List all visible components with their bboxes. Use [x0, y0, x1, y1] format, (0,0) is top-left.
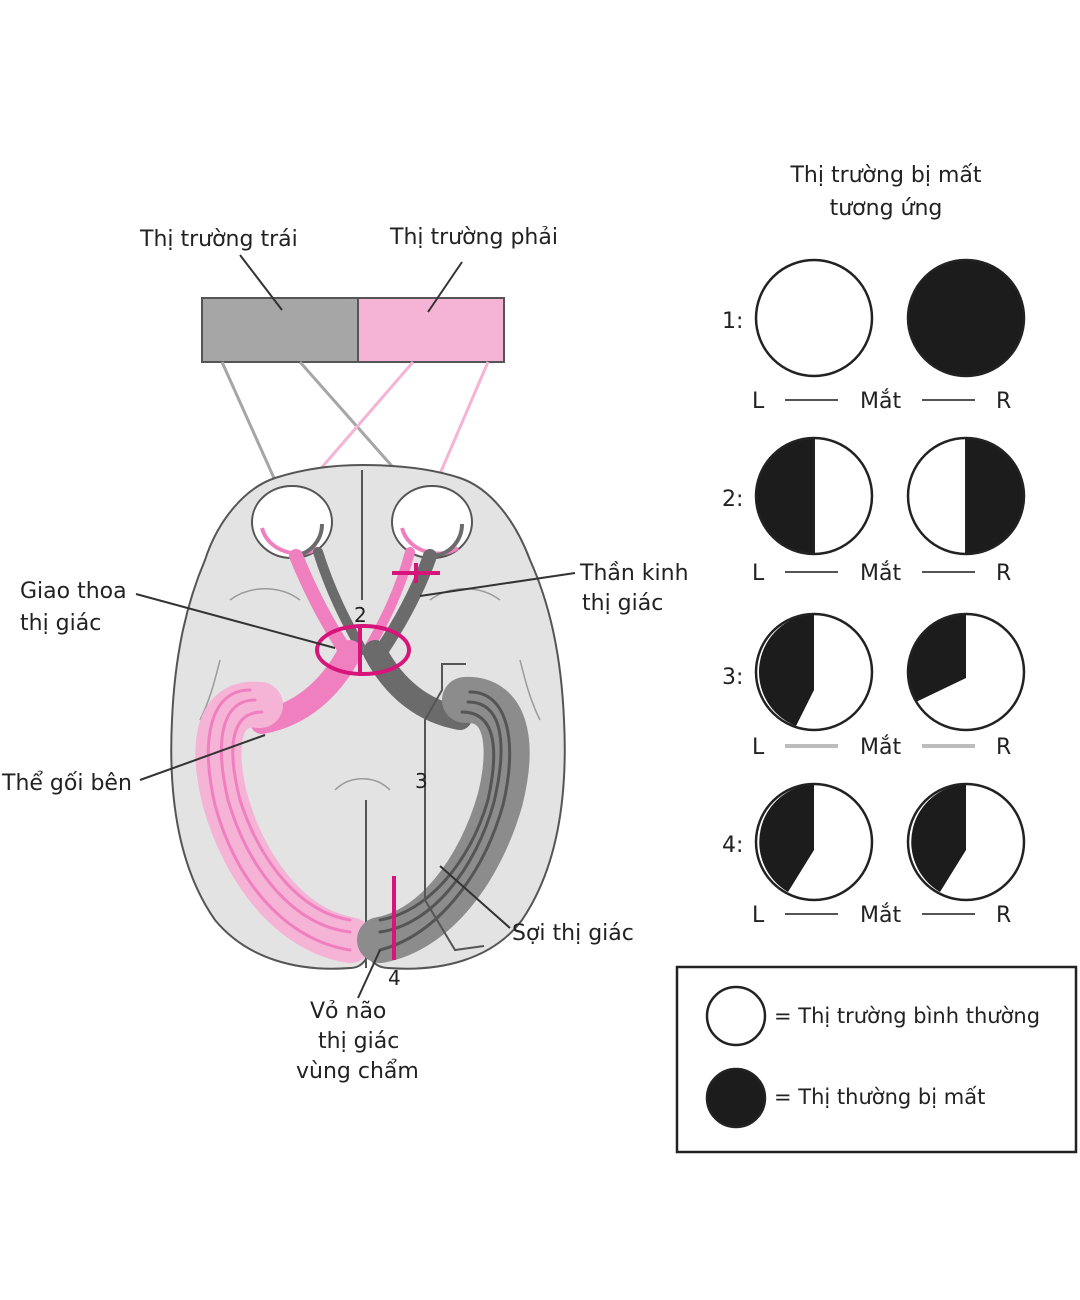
field-row-4: 4: L Mắt R: [722, 782, 1026, 928]
optic-pathways: [195, 547, 530, 963]
visual-field-bar: Thị trường trái Thị trường phải: [139, 225, 558, 363]
right-eye-field-lost: [911, 784, 966, 892]
lesion-2-number: 2: [354, 603, 367, 627]
field-loss-panel: Thị trường bị mất tương ứng 1: L Mắt R 2…: [722, 163, 1026, 928]
left-eye-field: [754, 782, 874, 902]
field-row-1: 1: L Mắt R: [722, 258, 1026, 414]
legend-normal-swatch: [705, 985, 767, 1047]
structure-labels: Giao thoa thị giác Thần kinh thị giác Th…: [1, 561, 689, 1084]
optic-nerve-label-line2: thị giác: [582, 591, 663, 616]
right-eye-field-lost: [966, 438, 1024, 554]
legend-lost-label: = Thị thường bị mất: [774, 1085, 985, 1109]
left-eye: [251, 485, 333, 559]
left-letter: L: [752, 561, 765, 586]
right-letter: R: [996, 561, 1011, 586]
left-eye-field: [754, 612, 874, 732]
left-eye-field: [754, 258, 874, 378]
right-letter: R: [996, 903, 1011, 928]
right-eye-field: [906, 782, 1026, 902]
eye-label: Mắt: [860, 389, 901, 414]
left-eye-field-lost: [758, 614, 814, 726]
row-number: 2:: [722, 487, 743, 512]
field-row-3: 3: L Mắt R: [722, 612, 1026, 760]
left-letter: L: [752, 735, 765, 760]
left-eye-field-lost: [759, 784, 814, 892]
left-visual-field-label: Thị trường trái: [139, 227, 298, 252]
row-number: 3:: [722, 665, 743, 690]
right-eye: [391, 485, 473, 559]
right-eye-field: [906, 258, 1026, 378]
left-letter: L: [752, 389, 765, 414]
optic-nerve-label-line1: Thần kinh: [579, 561, 689, 586]
lesion-4-number: 4: [388, 966, 401, 990]
left-letter: L: [752, 903, 765, 928]
eye-label: Mắt: [860, 903, 901, 928]
cortex-label-line3: vùng chẩm: [296, 1059, 419, 1084]
lesion-3-bracket: [424, 663, 485, 952]
radiation-label: Sợi thị giác: [512, 921, 634, 946]
right-letter: R: [996, 735, 1011, 760]
eye-label: Mắt: [860, 735, 901, 760]
lesion-3-number: 3: [415, 769, 428, 793]
legend-lost-swatch: [705, 1067, 767, 1129]
lgn-label: Thể gối bên: [1, 771, 132, 796]
right-visual-field-label: Thị trường phải: [389, 225, 558, 250]
row-number: 4:: [722, 833, 743, 858]
lesion-2-mark: [315, 624, 411, 676]
right-letter: R: [996, 389, 1011, 414]
panel-title-line1: Thị trường bị mất: [789, 163, 981, 188]
cortex-label-line1: Vỏ não: [310, 999, 386, 1024]
left-eye-field-lost: [756, 438, 814, 554]
lesion-markers: 2 3 4: [315, 563, 485, 990]
right-eye-field: [906, 612, 1026, 732]
legend-box: = Thị trường bình thường = Thị thường bị…: [675, 965, 1078, 1154]
cortex-label-line2: thị giác: [318, 1029, 399, 1054]
right-eye-field-lost: [907, 613, 966, 702]
eye-label: Mắt: [860, 561, 901, 586]
panel-title-line2: tương ứng: [830, 196, 943, 221]
chiasm-label-line2: thị giác: [20, 611, 101, 636]
chiasm-label-line1: Giao thoa: [20, 579, 127, 604]
legend-normal-label: = Thị trường bình thường: [774, 1004, 1040, 1028]
row-number: 1:: [722, 309, 743, 334]
field-row-2: 2: L Mắt R: [722, 436, 1026, 586]
